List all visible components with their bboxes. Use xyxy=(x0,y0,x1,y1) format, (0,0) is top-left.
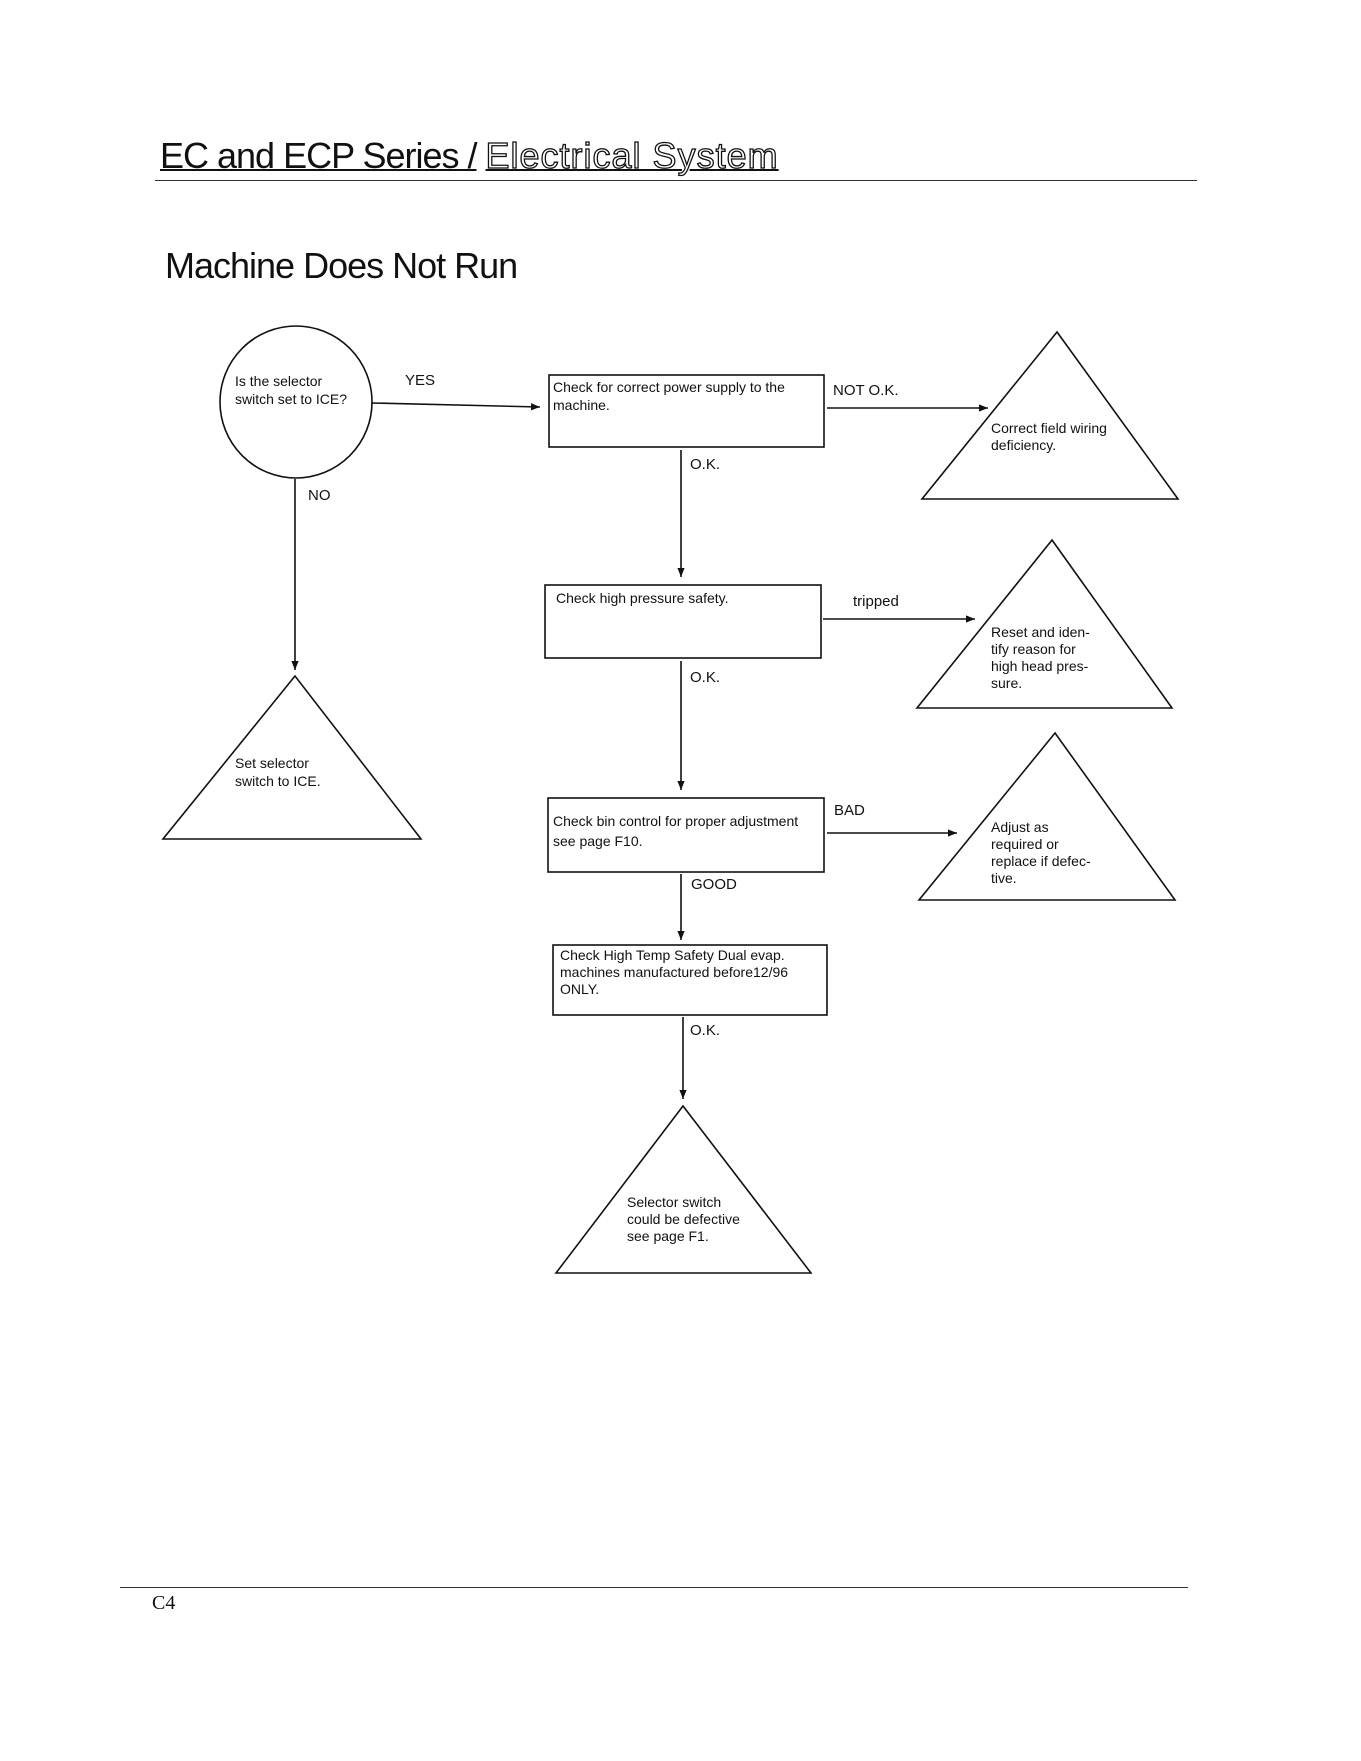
bin-control-line-2: see page F10. xyxy=(553,833,643,849)
yes-arrow xyxy=(371,402,541,411)
power-supply-box xyxy=(548,374,825,448)
page-header: EC and ECP Series / Electrical System xyxy=(160,135,779,176)
high-temp-line-1: Check High Temp Safety Dual evap. xyxy=(560,947,785,963)
field-wiring-triangle xyxy=(920,330,1180,500)
start-question-line-2: switch set to ICE? xyxy=(235,391,347,407)
high-temp-box xyxy=(552,944,828,1016)
page-title: Machine Does Not Run xyxy=(165,245,518,286)
footer-rule xyxy=(120,1587,1188,1588)
ok-label-1: O.K. xyxy=(690,456,720,473)
page-number: C4 xyxy=(152,1592,176,1614)
power-supply-line-1: Check for correct power supply to the xyxy=(553,379,785,395)
adjust-replace-line-3: replace if defec- xyxy=(991,853,1091,869)
adjust-replace-line-4: tive. xyxy=(991,870,1017,886)
power-supply-line-2: machine. xyxy=(553,397,610,413)
good-label: GOOD xyxy=(691,876,737,893)
selector-defective-line-2: could be defective xyxy=(627,1211,740,1227)
bin-control-line-1: Check bin control for proper adjustment xyxy=(553,813,798,829)
set-selector-line-2: switch to ICE. xyxy=(235,773,321,789)
start-question-line-1: Is the selector xyxy=(235,373,322,389)
high-pressure-line-1: Check high pressure safety. xyxy=(556,590,729,606)
reset-pressure-line-4: sure. xyxy=(991,675,1022,691)
header-series: EC and ECP Series / xyxy=(160,135,477,176)
yes-label: YES xyxy=(405,372,435,389)
not-ok-label: NOT O.K. xyxy=(833,382,899,399)
high-temp-line-3: ONLY. xyxy=(560,981,599,997)
reset-pressure-line-1: Reset and iden- xyxy=(991,624,1090,640)
selector-defective-line-3: see page F1. xyxy=(627,1228,709,1244)
bin-control-box xyxy=(547,797,825,873)
reset-pressure-line-3: high head pres- xyxy=(991,658,1089,674)
adjust-replace-line-1: Adjust as xyxy=(991,819,1049,835)
selector-defective-line-1: Selector switch xyxy=(627,1194,721,1210)
reset-pressure-line-2: tify reason for xyxy=(991,641,1076,657)
field-wiring-line-2: deficiency. xyxy=(991,437,1056,453)
header-rule xyxy=(155,180,1197,181)
selector-decision-circle xyxy=(219,325,373,479)
header-section: Electrical System xyxy=(485,135,779,176)
reset-pressure-triangle xyxy=(915,538,1174,709)
ok-label-2: O.K. xyxy=(690,669,720,686)
bad-label: BAD xyxy=(834,802,865,819)
selector-defective-triangle xyxy=(554,1104,813,1274)
set-selector-line-1: Set selector xyxy=(235,755,309,771)
tripped-label: tripped xyxy=(853,593,899,610)
no-label: NO xyxy=(308,487,331,504)
high-temp-line-2: machines manufactured before12/96 xyxy=(560,964,788,980)
adjust-replace-line-2: required or xyxy=(991,836,1059,852)
adjust-replace-triangle xyxy=(917,731,1177,901)
ok-label-3: O.K. xyxy=(690,1022,720,1039)
field-wiring-line-1: Correct field wiring xyxy=(991,420,1107,436)
set-selector-triangle xyxy=(161,674,423,840)
high-pressure-box xyxy=(544,584,822,659)
